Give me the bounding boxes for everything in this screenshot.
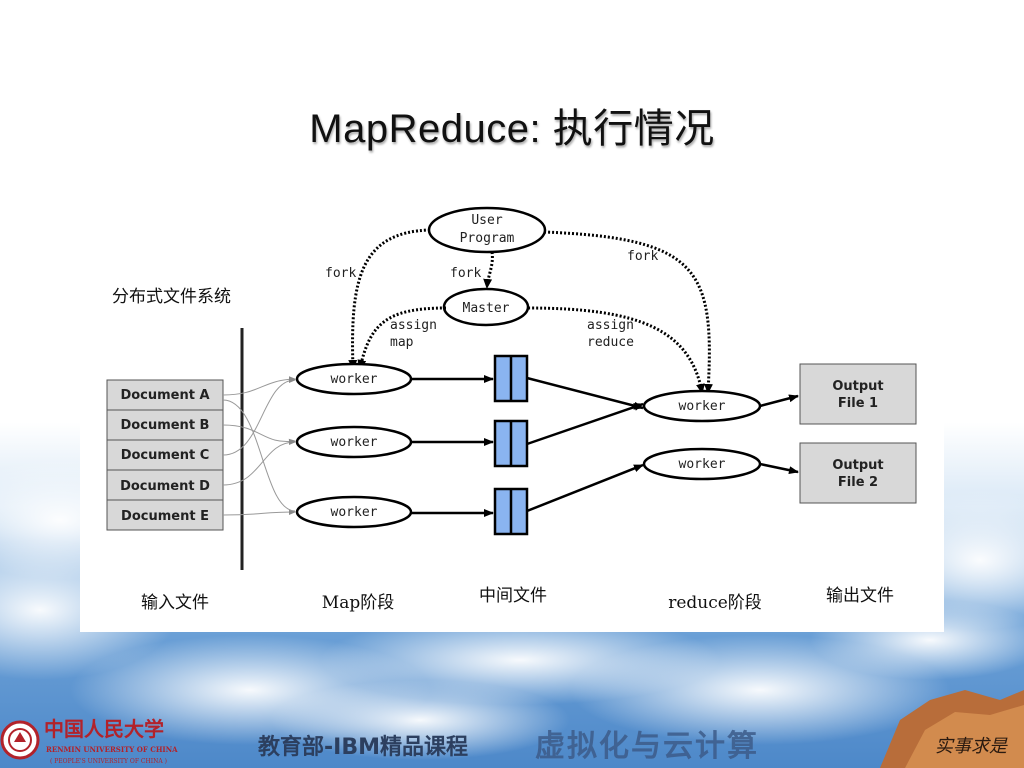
output-file-label-line1: Output <box>832 458 883 473</box>
fork-arrow-to-master <box>483 251 494 289</box>
output-file-label-line1: Output <box>832 379 883 394</box>
fork-arrow-to-map-worker <box>348 228 431 370</box>
footer-banner: 中国人民大学 RENMIN UNIVERSITY OF CHINA ( PEOP… <box>0 717 1008 765</box>
assign-map-label-line2: map <box>390 335 414 350</box>
dfs-label: 分布式文件系统 <box>112 287 231 307</box>
document-label: Document C <box>121 448 210 463</box>
user-program-node: User Program <box>427 206 547 254</box>
output-file-1: Output File 1 <box>799 363 917 425</box>
master-node: Master <box>442 287 530 327</box>
course-label: 教育部-IBM精品课程 <box>258 734 468 760</box>
user-program-label-line1: User <box>471 213 502 228</box>
stage-caption-map: Map阶段 <box>322 593 394 613</box>
university-name: 中国人民大学 <box>44 717 164 741</box>
output-file-2: Output File 2 <box>799 442 917 504</box>
assign-reduce-label-line2: reduce <box>587 335 634 350</box>
map-worker-2: worker <box>295 425 413 459</box>
document-box: Document A <box>106 379 224 411</box>
assign-map-label-line1: assign <box>390 318 437 333</box>
fork-arrow-to-reduce-worker <box>543 230 713 394</box>
assign-map-arrow <box>357 306 447 370</box>
output-arrows <box>759 394 799 475</box>
map-output-arrows <box>411 375 494 517</box>
document-label: Document D <box>120 479 210 494</box>
document-label: Document B <box>121 418 210 433</box>
input-documents: Document A Document B Document C Documen… <box>106 379 224 531</box>
document-box: Document E <box>106 499 224 531</box>
stage-caption-output: 输出文件 <box>826 586 894 606</box>
control-arrows <box>348 228 713 394</box>
document-label: Document E <box>121 509 209 524</box>
user-program-label-line2: Program <box>460 231 515 246</box>
output-file-label-line2: File 2 <box>838 475 878 490</box>
input-split-lines <box>222 376 296 516</box>
university-english-subname: ( PEOPLE'S UNIVERSITY OF CHINA ) <box>50 758 167 765</box>
document-box: Document C <box>106 439 224 471</box>
map-worker-label: worker <box>331 435 378 450</box>
map-worker-3: worker <box>295 495 413 529</box>
stage-caption-input: 输入文件 <box>141 593 209 613</box>
slide-title: MapReduce: 执行情况 <box>309 107 715 151</box>
fork-label-left: fork <box>325 266 356 281</box>
university-english-name: RENMIN UNIVERSITY OF CHINA <box>46 745 178 754</box>
map-worker-1: worker <box>295 362 413 396</box>
stage-caption-intermediate: 中间文件 <box>479 586 547 606</box>
fork-label-right: fork <box>627 249 658 264</box>
stage-caption-reduce: reduce阶段 <box>668 593 762 613</box>
intermediate-file-1 <box>493 354 529 403</box>
reduce-input-arrows <box>526 376 644 513</box>
assign-reduce-label-line1: assign <box>587 318 634 333</box>
document-box: Document D <box>106 469 224 501</box>
university-seal-icon <box>0 720 40 760</box>
fork-label-middle: fork <box>450 266 481 281</box>
intermediate-file-3 <box>493 487 529 536</box>
course-title: 虚拟化与云计算 <box>535 729 759 764</box>
reduce-worker-label: worker <box>679 399 726 414</box>
master-label: Master <box>463 301 510 316</box>
map-worker-label: worker <box>331 372 378 387</box>
document-label: Document A <box>120 388 209 403</box>
reduce-worker-1: worker <box>642 389 762 423</box>
calligraphy-signature: 实事求是 <box>935 736 1008 757</box>
reduce-worker-2: worker <box>642 447 762 481</box>
reduce-worker-label: worker <box>679 457 726 472</box>
output-file-label-line2: File 1 <box>838 396 878 411</box>
document-box: Document B <box>106 409 224 441</box>
intermediate-file-2 <box>493 419 529 468</box>
assign-reduce-arrow <box>527 306 705 394</box>
map-worker-label: worker <box>331 505 378 520</box>
